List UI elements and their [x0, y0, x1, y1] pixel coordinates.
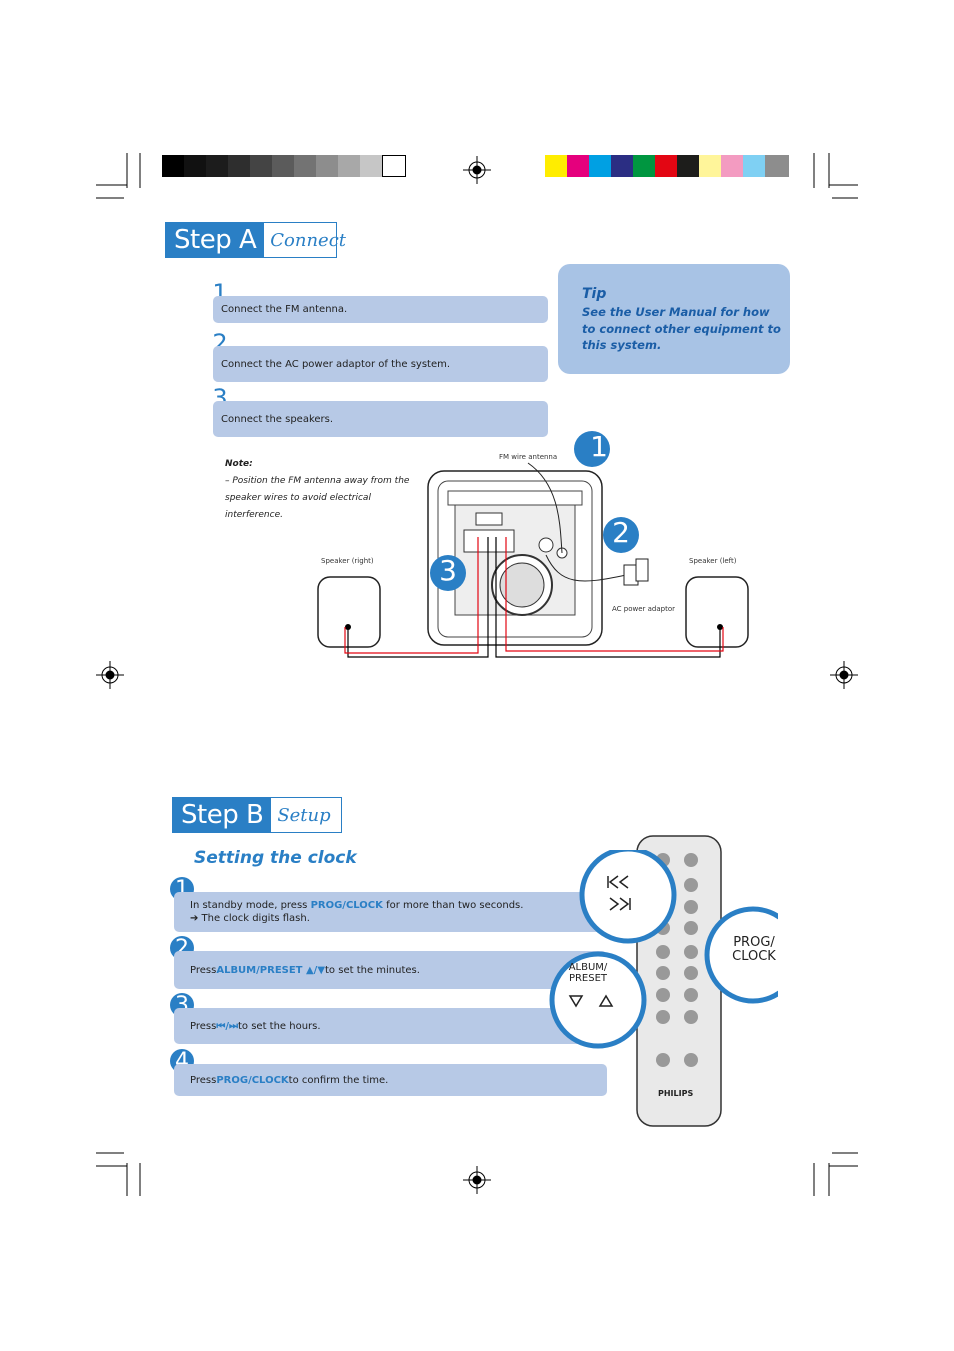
prog-clock-callout: PROG/ CLOCK — [732, 935, 776, 964]
callout-2-label: 2 — [612, 516, 630, 549]
fm-antenna-label: FM wire antenna — [499, 453, 558, 461]
album-preset-callout: ALBUM/ PRESET — [568, 962, 608, 984]
callout-2 — [603, 517, 639, 553]
step-b-text-4-post: to confirm the time. — [288, 1074, 389, 1086]
album-preset-key: ALBUM/PRESET ▲/▼ — [216, 964, 326, 976]
tip-title: Tip — [582, 286, 607, 302]
step-a-text-3: Connect the speakers. — [221, 413, 334, 425]
step-b-sublabel: Setup — [271, 798, 342, 832]
step-b-text-1-post: for more than two seconds. — [382, 900, 524, 911]
step-a-text-1: Connect the FM antenna. — [221, 304, 348, 315]
tip-box: Tip See the User Manual for how to conne… — [558, 264, 790, 374]
remote-callouts — [549, 850, 778, 1049]
ac-adaptor-label: AC power adaptor — [612, 605, 676, 613]
step-b-text-3-post: to set the hours. — [237, 1020, 321, 1032]
callout-3 — [430, 555, 466, 591]
prog-clock-key: PROG/CLOCK — [310, 900, 383, 911]
step-a-box-2: Connect the AC power adaptor of the syst… — [213, 346, 548, 382]
remote-brand: PHILIPS — [658, 1089, 694, 1098]
step-b-box-4: Press PROG/CLOCK to confirm the time. — [174, 1064, 607, 1096]
step-b-text-2-pre: Press — [190, 964, 217, 976]
step-b-text-4-pre: Press — [190, 1074, 217, 1086]
step-a-header: Step A Connect — [165, 222, 346, 258]
step-b-line-1b: ➔ The clock digits flash. — [190, 913, 310, 924]
step-a-text-2: Connect the AC power adaptor of the syst… — [221, 358, 451, 370]
callout-1 — [574, 431, 610, 467]
step-a-sublabel: Connect — [264, 223, 346, 257]
step-b-header: Step B Setup — [172, 797, 343, 833]
note: Note: – Position the FM antenna away fro… — [225, 456, 425, 524]
tip-body: See the User Manual for how to connect o… — [582, 305, 781, 352]
step-b-text-1-pre: In standby mode, press — [190, 900, 311, 911]
step-b-line-1: In standby mode, press PROG/CLOCK for mo… — [190, 900, 523, 911]
step-b-box-3: Press ⏮/⏭ to set the hours. — [174, 1008, 607, 1044]
step-b-label: Step B — [173, 798, 272, 832]
step-a-box-3: Connect the speakers. — [213, 401, 548, 437]
skip-keys: ⏮/⏭ — [216, 1020, 238, 1032]
callout-3-label: 3 — [439, 554, 457, 587]
callout-1-label: 1 — [590, 430, 608, 463]
step-b-text-2-post: to set the minutes. — [325, 964, 420, 976]
step-b-text-3-pre: Press — [190, 1020, 217, 1032]
prog-clock-key-confirm: PROG/CLOCK — [216, 1074, 289, 1086]
note-body: – Position the FM antenna away from the … — [225, 476, 410, 520]
note-title: Note: — [225, 459, 253, 469]
step-b-box-2: Press ALBUM/PRESET ▲/▼ to set the minute… — [174, 951, 607, 989]
connection-diagram — [317, 431, 749, 658]
setting-clock-heading: Setting the clock — [194, 848, 357, 868]
step-a-label: Step A — [166, 223, 265, 257]
speaker-right-label: Speaker (right) — [321, 557, 374, 565]
speaker-left-label: Speaker (left) — [689, 557, 737, 565]
step-a-box-1: Connect the FM antenna. — [213, 296, 548, 323]
step-b-box-1: In standby mode, press PROG/CLOCK for mo… — [174, 892, 607, 932]
